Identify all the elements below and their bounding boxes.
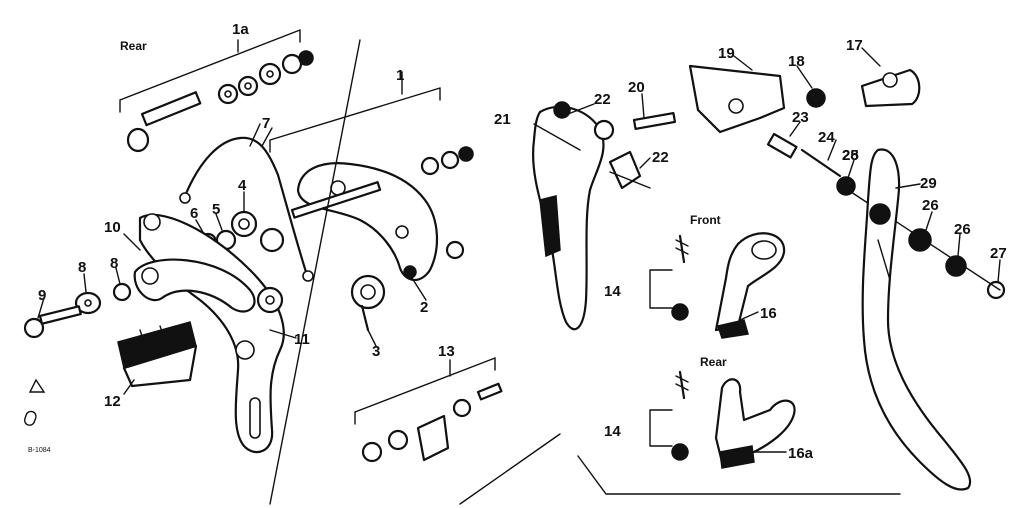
callout-1: 1 xyxy=(396,67,404,84)
callout-4: 4 xyxy=(238,177,247,194)
caliper-arm-1 xyxy=(269,71,474,281)
callout-26a: 26 xyxy=(922,197,939,214)
callout-23: 23 xyxy=(792,109,809,126)
callout-16a: 16a xyxy=(788,445,814,462)
return-spring-3 xyxy=(350,274,386,332)
label-front: Front xyxy=(690,213,721,227)
callout-10: 10 xyxy=(104,219,121,236)
hardware-set-13 xyxy=(354,357,503,463)
callout-29: 29 xyxy=(920,175,937,192)
frame-line xyxy=(577,455,901,495)
callout-25: 25 xyxy=(842,147,859,164)
callout-22a: 22 xyxy=(594,91,611,108)
callout-2: 2 xyxy=(420,299,428,316)
brake-lever-21 xyxy=(532,101,605,331)
callout-6: 6 xyxy=(190,205,198,222)
label-rear-top: Rear xyxy=(120,39,147,53)
callout-24: 24 xyxy=(818,129,835,146)
callout-11: 11 xyxy=(294,331,310,348)
rear-bolt-set-1a xyxy=(119,29,314,153)
callout-21: 21 xyxy=(494,111,511,128)
callout-28: 28 xyxy=(842,147,859,164)
callout-3: 3 xyxy=(372,343,380,360)
callout-1a: 1a xyxy=(232,21,249,38)
arm-10-hardware xyxy=(23,258,256,339)
label-rear-bottom: Rear xyxy=(700,355,727,369)
brake-shoe-12 xyxy=(117,321,198,388)
rear-cable-clamp-16a xyxy=(649,370,796,469)
callout-22b: 22 xyxy=(652,149,669,166)
callout-17: 17 xyxy=(846,37,863,54)
callout-12: 12 xyxy=(104,393,121,410)
spring-7 xyxy=(179,123,314,282)
callout-13: 13 xyxy=(438,343,455,360)
diagram-marks xyxy=(23,39,561,505)
callout-26b: 26 xyxy=(954,221,971,238)
callout-18: 18 xyxy=(788,53,805,70)
callout-8b: 8 xyxy=(110,255,118,272)
callout-14a: 14 xyxy=(604,283,621,300)
callout-9: 9 xyxy=(38,287,46,304)
callout-19: 19 xyxy=(718,45,735,62)
front-cable-clamp-16 xyxy=(649,232,786,339)
callout-5: 5 xyxy=(212,201,220,218)
callout-27: 27 xyxy=(990,245,1007,262)
callout-8a: 8 xyxy=(78,259,86,276)
leader-lines xyxy=(37,47,1001,453)
label-figure-code: B-1084 xyxy=(28,447,51,454)
lever-bracket-19 xyxy=(593,64,921,190)
callout-14b: 14 xyxy=(604,423,621,440)
callout-16: 16 xyxy=(760,305,777,322)
callout-20: 20 xyxy=(628,79,645,96)
extension-lever-29 xyxy=(861,148,972,491)
callout-7: 7 xyxy=(262,115,270,132)
